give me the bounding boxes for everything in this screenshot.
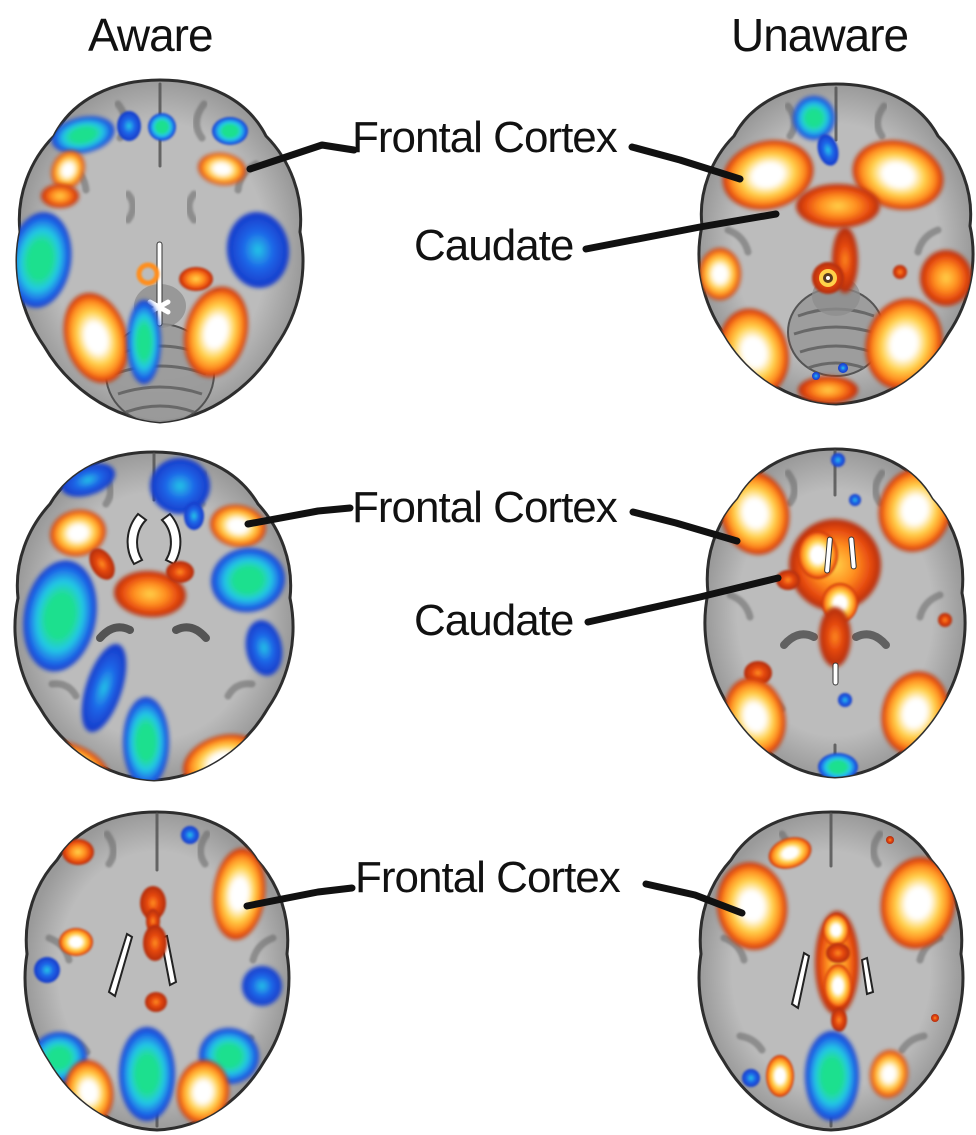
brain-slice-unaware-row1 bbox=[688, 80, 976, 414]
brain-slice-unaware-row2 bbox=[700, 445, 972, 790]
annotation-frontal-cortex-row3: Frontal Cortex bbox=[355, 853, 621, 902]
brain-slice-aware-row2 bbox=[8, 448, 296, 790]
slice6-anatomy bbox=[716, 812, 956, 1128]
brain-slice-aware-row1 bbox=[8, 74, 316, 436]
annotation-caudate-row1: Caudate bbox=[414, 221, 574, 270]
slice1-anatomy bbox=[17, 82, 290, 422]
annotation-frontal-cortex-row1: Frontal Cortex bbox=[352, 113, 618, 162]
annotation-frontal-cortex-row2: Frontal Cortex bbox=[352, 483, 618, 532]
column-label-unaware: Unaware bbox=[731, 9, 909, 61]
slice6-activation-blobs bbox=[716, 836, 956, 1121]
slice1-activation-blobs bbox=[17, 111, 290, 384]
brain-slice-unaware-row3 bbox=[692, 808, 972, 1135]
brain-slice-aware-row3 bbox=[15, 808, 303, 1135]
column-label-aware: Aware bbox=[88, 9, 214, 61]
annotation-caudate-row2: Caudate bbox=[414, 596, 574, 645]
